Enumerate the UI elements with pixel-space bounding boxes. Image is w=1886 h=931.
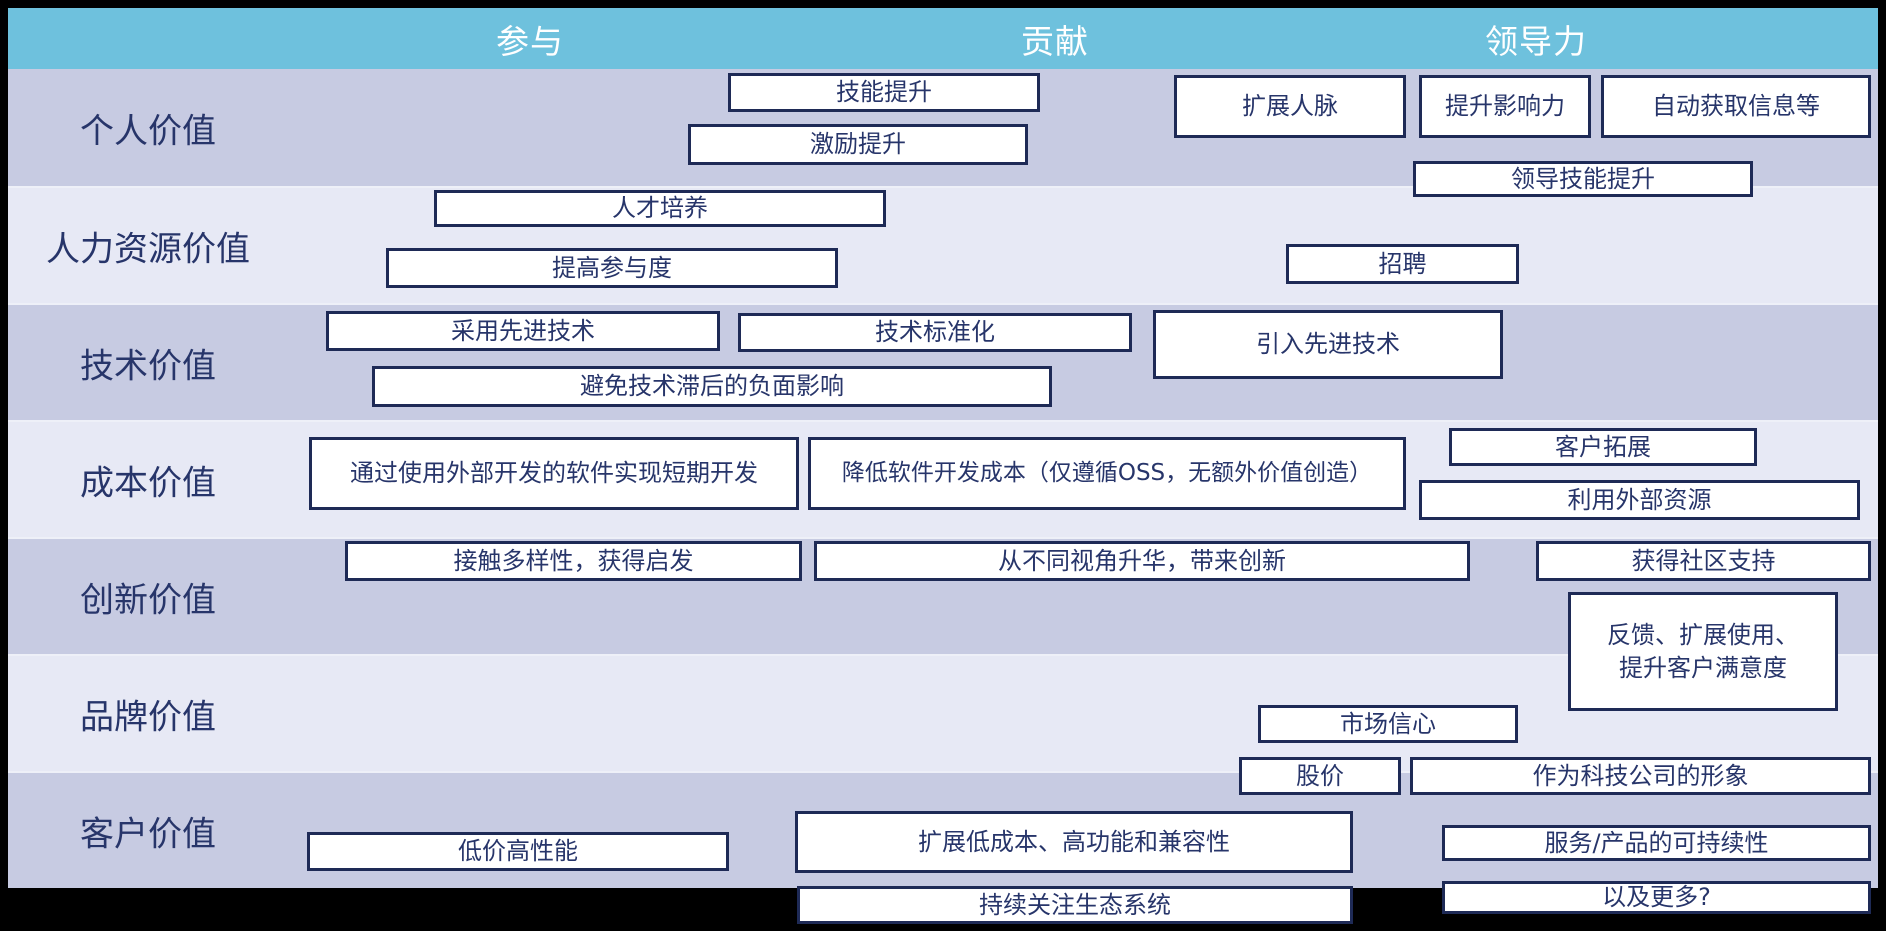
value-box: 激励提升: [688, 124, 1028, 165]
row-label: 人力资源价值: [46, 229, 250, 269]
value-box: 引入先进技术: [1153, 310, 1503, 379]
value-box: 市场信心: [1258, 705, 1518, 743]
value-box: 作为科技公司的形象: [1410, 757, 1871, 795]
value-box: 扩展低成本、高功能和兼容性: [795, 811, 1353, 873]
value-box: 技术标准化: [738, 313, 1132, 352]
value-box: 人才培养: [434, 190, 886, 227]
value-box: 以及更多?: [1442, 881, 1871, 914]
header-band: 参与 贡献 领导力: [8, 8, 1878, 69]
value-box: 客户拓展: [1449, 428, 1757, 466]
value-box: 服务/产品的可持续性: [1442, 825, 1871, 861]
row-label: 客户价值: [80, 814, 216, 854]
value-box: 提升影响力: [1419, 75, 1591, 138]
value-box: 持续关注生态系统: [797, 886, 1353, 924]
value-box: 采用先进技术: [326, 311, 720, 351]
value-box: 获得社区支持: [1536, 541, 1871, 581]
value-box: 接触多样性，获得启发: [345, 541, 802, 581]
value-box: 招聘: [1286, 244, 1519, 284]
value-box: 利用外部资源: [1419, 480, 1860, 520]
row-label: 创新价值: [80, 580, 216, 620]
value-box: 反馈、扩展使用、 提升客户满意度: [1568, 592, 1838, 711]
value-box: 降低软件开发成本（仅遵循OSS，无额外价值创造）: [808, 437, 1406, 510]
value-box: 避免技术滞后的负面影响: [372, 366, 1052, 407]
value-box: 股价: [1239, 757, 1401, 795]
row-label: 技术价值: [80, 346, 216, 386]
column-header: 参与: [496, 21, 564, 61]
row-band: 品牌价值: [8, 654, 1878, 771]
column-header: 领导力: [1485, 21, 1587, 61]
value-box: 领导技能提升: [1413, 161, 1753, 197]
value-box: 通过使用外部开发的软件实现短期开发: [309, 437, 799, 510]
row-band: 人力资源价值: [8, 186, 1878, 303]
value-box: 提高参与度: [386, 248, 838, 288]
value-box: 从不同视角升华，带来创新: [814, 541, 1470, 581]
row-label: 品牌价值: [80, 697, 216, 737]
column-header: 贡献: [1021, 21, 1089, 61]
value-box: 扩展人脉: [1174, 75, 1406, 138]
value-box: 自动获取信息等: [1601, 75, 1871, 138]
value-box: 技能提升: [728, 73, 1040, 112]
row-label: 个人价值: [80, 111, 216, 151]
value-box: 低价高性能: [307, 832, 729, 871]
row-label: 成本价值: [80, 463, 216, 503]
